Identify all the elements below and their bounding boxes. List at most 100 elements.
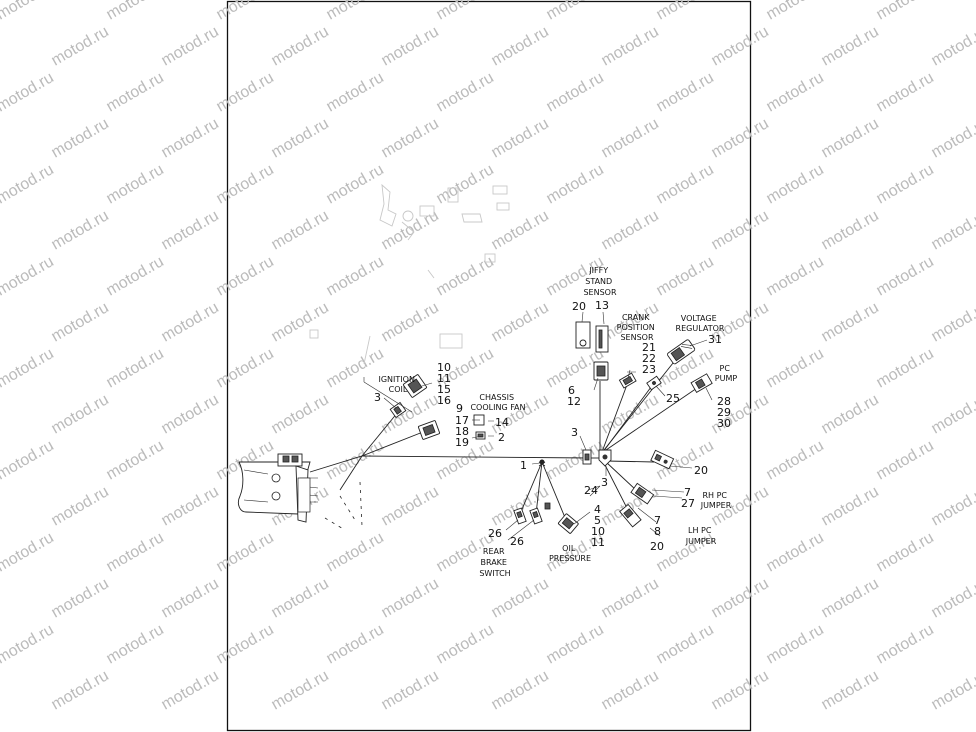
watermark-text: motod.ru bbox=[819, 391, 882, 437]
lhpc-l1: LH PC bbox=[688, 526, 712, 535]
watermark-text: motod.ru bbox=[159, 483, 222, 529]
crank-l3: SENSOR bbox=[620, 333, 653, 342]
watermark-text: motod.ru bbox=[0, 621, 57, 667]
ref-26a: 26 bbox=[488, 527, 502, 540]
voltage-l2: REGULATOR bbox=[676, 324, 725, 333]
watermark-text: motod.ru bbox=[49, 575, 112, 621]
jiffy-stand-sensor bbox=[575, 321, 609, 353]
oil-l2: PRESSURE bbox=[549, 554, 591, 563]
lhpc-l2: JUMPER bbox=[685, 537, 717, 546]
watermark-text: motod.ru bbox=[0, 575, 2, 621]
ref-4: 4 bbox=[594, 503, 601, 516]
watermark-text: motod.ru bbox=[104, 0, 167, 23]
watermark-text: motod.ru bbox=[0, 115, 2, 161]
lh-pc-jumper-connector bbox=[619, 503, 642, 528]
ref-31: 31 bbox=[708, 333, 722, 346]
watermark-text: motod.ru bbox=[0, 23, 2, 69]
rearbrake-l1: REAR bbox=[483, 547, 505, 556]
watermark-text: motod.ru bbox=[0, 437, 57, 483]
connector-20b bbox=[650, 449, 675, 470]
rhpc-l2: JUMPER bbox=[700, 501, 732, 510]
ref-16: 16 bbox=[437, 394, 451, 407]
chassis-cooling-fan-label: CHASSIS COOLING FAN bbox=[470, 393, 525, 412]
watermark-text: motod.ru bbox=[819, 299, 882, 345]
junction-3b bbox=[582, 449, 592, 465]
ref-7a: 7 bbox=[684, 486, 691, 499]
ref-20c: 20 bbox=[650, 540, 664, 553]
crank-l1: CRANK bbox=[622, 313, 650, 322]
crank-l2: POSITION bbox=[617, 323, 655, 332]
watermark-text: motod.ru bbox=[764, 161, 827, 207]
watermark-text: motod.ru bbox=[104, 253, 167, 299]
watermark-text: motod.ru bbox=[104, 529, 167, 575]
watermark-text: motod.ru bbox=[929, 483, 976, 529]
watermark-text: motod.ru bbox=[764, 437, 827, 483]
reference-numbers: 20 13 21 22 23 31 6 12 25 28 29 30 10 11… bbox=[374, 299, 731, 553]
voltage-regulator-label: VOLTAGE REGULATOR bbox=[676, 314, 725, 333]
watermark-text: motod.ru bbox=[929, 391, 976, 437]
connector-17-18-19 bbox=[417, 420, 441, 440]
jiffy-l3: SENSOR bbox=[583, 288, 616, 297]
leader-lines bbox=[363, 311, 713, 541]
ref-19: 19 bbox=[455, 436, 469, 449]
watermark-text: motod.ru bbox=[874, 69, 937, 115]
crank-position-sensor-label: CRANK POSITION SENSOR bbox=[617, 313, 658, 342]
oil-l1: OIL bbox=[562, 544, 576, 553]
watermark-text: motod.ru bbox=[0, 299, 2, 345]
harness-wires bbox=[309, 357, 701, 531]
watermark-text: motod.ru bbox=[764, 345, 827, 391]
pc-pump-label: PC PUMP bbox=[715, 364, 738, 383]
jiffy-l1: JIFFY bbox=[588, 266, 608, 275]
ignition-coil-connector bbox=[402, 374, 428, 398]
watermark-text: motod.ru bbox=[819, 667, 882, 713]
watermark-text: motod.ru bbox=[0, 69, 57, 115]
ignition-l2: COIL bbox=[389, 385, 408, 394]
watermark-text: motod.ru bbox=[929, 575, 976, 621]
watermark-text: motod.ru bbox=[929, 299, 976, 345]
ref-10b: 10 bbox=[591, 525, 605, 538]
rear-brake-switch-connector-a bbox=[513, 507, 527, 525]
watermark-text: motod.ru bbox=[49, 667, 112, 713]
ignition-l1: IGNITION bbox=[379, 375, 415, 384]
voltage-regulator-connector bbox=[667, 339, 696, 365]
ref-7b: 7 bbox=[654, 514, 661, 527]
watermark-text: motod.ru bbox=[159, 207, 222, 253]
ref-25: 25 bbox=[666, 392, 680, 405]
ref-3c: 3 bbox=[601, 476, 608, 489]
rearbrake-l3: SWITCH bbox=[479, 569, 510, 578]
watermark-text: motod.ru bbox=[159, 115, 222, 161]
ref-27: 27 bbox=[681, 497, 695, 510]
watermark-text: motod.ru bbox=[874, 529, 937, 575]
watermark-text: motod.ru bbox=[159, 391, 222, 437]
ref-2: 2 bbox=[498, 431, 505, 444]
ref-30: 30 bbox=[717, 417, 731, 430]
ref-3b: 3 bbox=[571, 426, 578, 439]
connector-6-12 bbox=[593, 361, 609, 381]
ref-22: 22 bbox=[642, 352, 656, 365]
ref-21: 21 bbox=[642, 341, 656, 354]
connector-24 bbox=[544, 502, 551, 510]
watermark-text: motod.ru bbox=[0, 345, 57, 391]
pc-pump-connector bbox=[690, 373, 713, 393]
watermark-text: motod.ru bbox=[764, 69, 827, 115]
watermark-text: motod.ru bbox=[0, 0, 57, 23]
watermark-text: motod.ru bbox=[819, 575, 882, 621]
ref-9: 9 bbox=[456, 402, 463, 415]
ref-17: 17 bbox=[455, 414, 469, 427]
ref-1: 1 bbox=[520, 459, 527, 472]
jiffy-stand-sensor-label: JIFFY STAND SENSOR bbox=[583, 266, 616, 297]
ref-23: 23 bbox=[642, 363, 656, 376]
watermark-text: motod.ru bbox=[764, 0, 827, 23]
watermark-text: motod.ru bbox=[874, 0, 937, 23]
watermark-text: motod.ru bbox=[0, 161, 57, 207]
ref-11b: 11 bbox=[591, 536, 605, 549]
ref-6: 6 bbox=[568, 384, 575, 397]
oil-pressure-connector bbox=[557, 513, 579, 534]
ref-14: 14 bbox=[495, 416, 509, 429]
ref-24: 24 bbox=[584, 484, 598, 497]
rear-brake-switch-label: REAR BRAKE SWITCH bbox=[479, 547, 510, 578]
watermark-text: motod.ru bbox=[764, 253, 827, 299]
watermark-text: motod.ru bbox=[764, 621, 827, 667]
ref-12: 12 bbox=[567, 395, 581, 408]
